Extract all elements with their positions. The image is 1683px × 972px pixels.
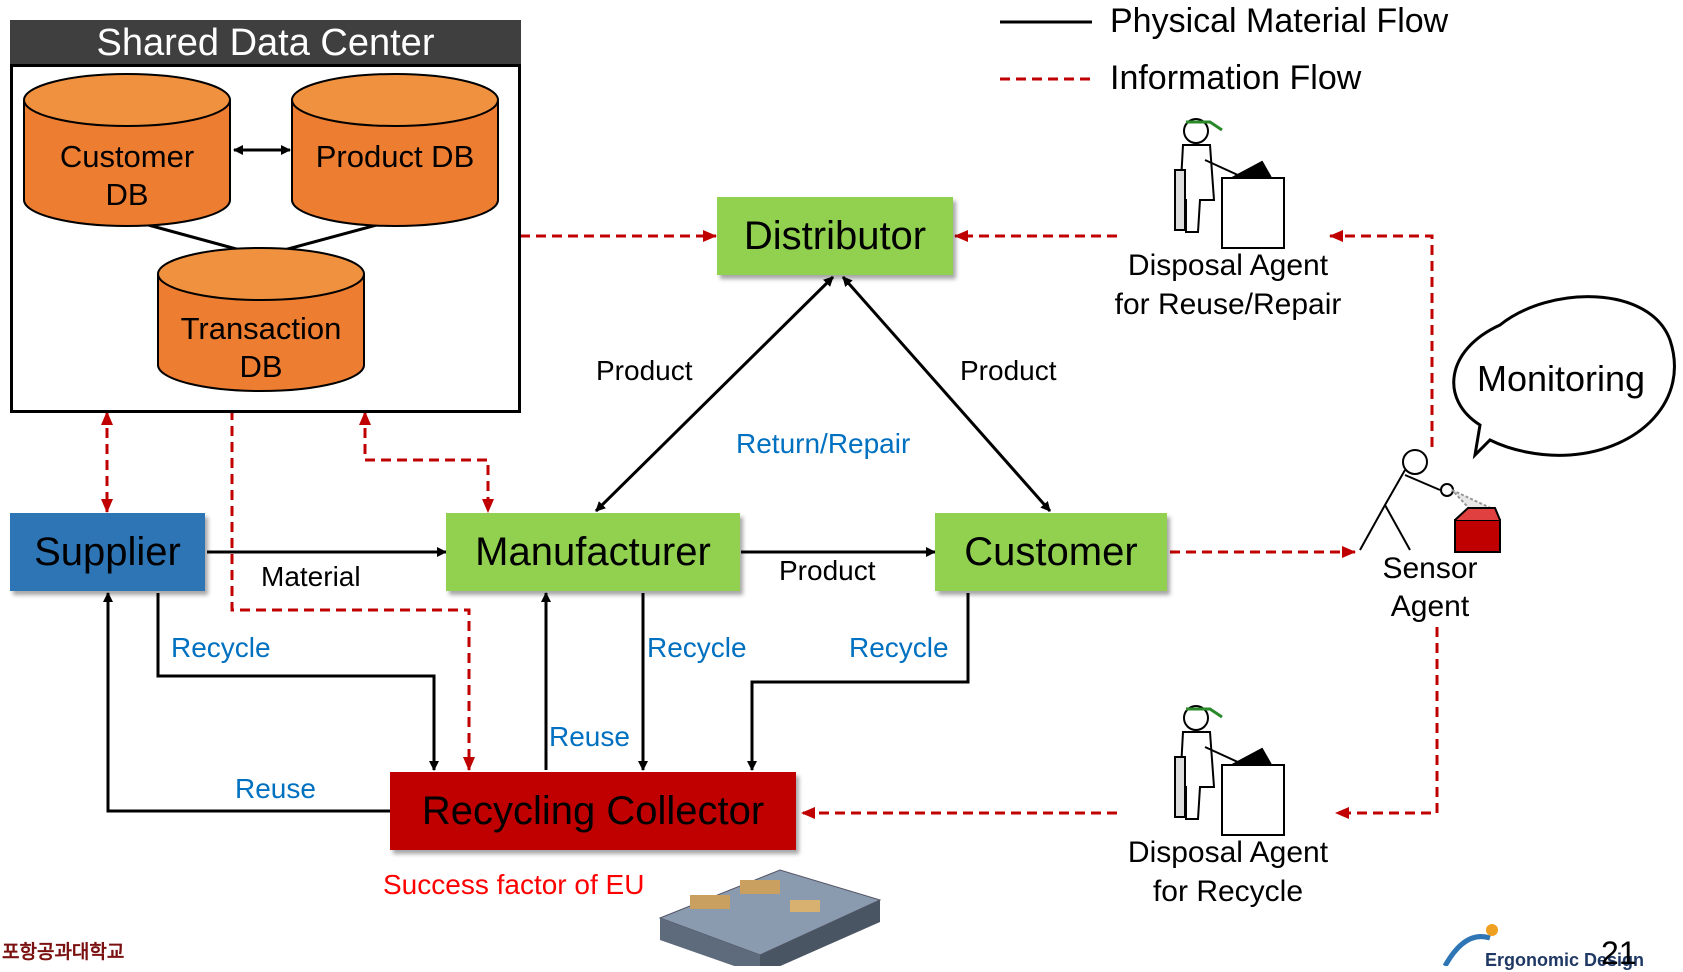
info-sensor-disposal-reuse <box>1329 230 1434 447</box>
flow-distributor-manufacturer <box>594 275 835 513</box>
flow-supplier-recycle <box>156 593 439 771</box>
flow-customer-recycle <box>747 593 970 771</box>
label-return-repair: Return/Repair <box>736 428 911 459</box>
label-product-left: Product <box>596 355 693 386</box>
warehouse-illustration <box>658 869 882 966</box>
transaction-db-line2: DB <box>239 349 283 384</box>
distributor-node: Distributor <box>717 197 953 275</box>
university-name: 포항공과대학교 <box>2 942 125 963</box>
disposal-reuse-agent-label: Disposal Agent for Reuse/Repair <box>1090 246 1366 324</box>
product-db-cylinder <box>291 73 499 227</box>
label-reuse-manufacturer: Reuse <box>549 721 630 752</box>
disposal-recycle-line2: for Recycle <box>1152 875 1304 908</box>
legend-info-label: Information Flow <box>1110 59 1362 97</box>
disposal-recycle-agent-label: Disposal Agent for Recycle <box>1090 833 1366 911</box>
sensor-agent-line2: Agent <box>1390 590 1470 623</box>
transaction-db-label: Transaction DB <box>158 310 364 386</box>
transaction-db-line1: Transaction <box>180 311 342 346</box>
customer-db-cylinder <box>23 73 231 227</box>
supplier-node: Supplier <box>10 513 205 591</box>
sensor-agent-line1: Sensor <box>1382 552 1478 585</box>
label-recycle-customer: Recycle <box>849 632 949 663</box>
data-center-title: Shared Data Center <box>10 20 521 64</box>
flow-reuse-supplier <box>103 592 390 813</box>
page-number: 21 <box>1601 935 1637 971</box>
customer-node: Customer <box>935 513 1167 591</box>
monitoring-bubble <box>1452 295 1676 460</box>
disposal-recycle-line1: Disposal Agent <box>1127 836 1329 869</box>
legend-physical-label: Physical Material Flow <box>1110 2 1449 40</box>
disposal-reuse-line1: Disposal Agent <box>1127 249 1329 282</box>
recycling-collector-node: Recycling Collector <box>390 772 796 850</box>
customer-db-line1: Customer <box>59 139 195 174</box>
customer-db-label: Customer DB <box>24 138 230 214</box>
monitoring-label: Monitoring <box>1477 358 1646 399</box>
product-db-label: Product DB <box>315 139 475 174</box>
disposal-reuse-line2: for Reuse/Repair <box>1114 288 1342 321</box>
ergonomic-logo-text: Ergonomic Design <box>1485 950 1645 970</box>
label-product-right: Product <box>960 355 1057 386</box>
info-datacenter-recycling <box>230 410 475 771</box>
label-material: Material <box>261 561 361 592</box>
label-recycle-manufacturer: Recycle <box>647 632 747 663</box>
sensor-agent-label: Sensor Agent <box>1365 550 1495 626</box>
manufacturer-node: Manufacturer <box>446 513 740 591</box>
disposal-reuse-agent-figure <box>1174 118 1285 249</box>
data-center-frame <box>10 64 521 413</box>
success-factor-note: Success factor of EU <box>383 869 645 900</box>
sensor-agent-figure <box>1359 449 1501 553</box>
customer-db-line2: DB <box>105 177 149 212</box>
info-sensor-disposal-recycle <box>1335 627 1439 819</box>
transaction-db-cylinder <box>157 247 365 392</box>
label-recycle-supplier: Recycle <box>171 632 271 663</box>
flow-distributor-customer <box>841 276 1052 512</box>
info-datacenter-manufacturer <box>359 411 494 513</box>
disposal-recycle-agent-figure <box>1174 705 1285 836</box>
label-reuse-supplier: Reuse <box>235 773 316 804</box>
label-product-mid: Product <box>779 555 876 586</box>
ergonomic-logo-mark <box>1442 924 1498 966</box>
